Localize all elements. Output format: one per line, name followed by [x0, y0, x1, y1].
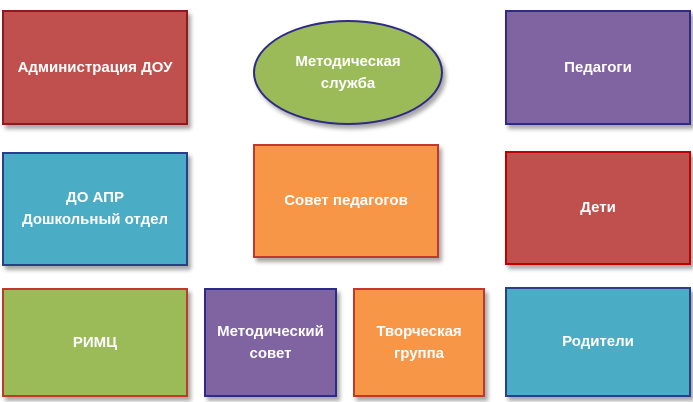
- node-methodical-council: Методический совет: [204, 288, 337, 397]
- node-creative-group: Творческая группа: [353, 288, 485, 397]
- node-label: Методическая: [295, 52, 401, 70]
- node-label: служба: [320, 74, 376, 92]
- node-rimc: РИМЦ: [2, 288, 188, 397]
- node-children: Дети: [505, 151, 691, 265]
- node-label: РИМЦ: [72, 333, 118, 351]
- node-do-apr: ДО АПР Дошкольный отдел: [2, 152, 188, 266]
- node-label: Родители: [562, 333, 634, 351]
- node-label: Творческая: [376, 322, 462, 340]
- node-label: Методический: [217, 322, 324, 340]
- node-label: Дошкольный отдел: [22, 211, 168, 228]
- node-label: ДО АПР: [66, 189, 124, 207]
- node-label: Администрация ДОУ: [17, 58, 173, 76]
- node-label: группа: [393, 344, 445, 362]
- node-teachers: Педагоги: [505, 10, 691, 125]
- node-label: Дети: [580, 199, 616, 217]
- node-label: Совет педагогов: [284, 192, 408, 210]
- node-parents: Родители: [505, 287, 691, 397]
- node-methodical-service: Методическая служба: [253, 20, 443, 125]
- node-label: Педагоги: [564, 58, 632, 76]
- node-teachers-council: Совет педагогов: [253, 144, 439, 258]
- node-administration: Администрация ДОУ: [2, 10, 188, 125]
- node-label: совет: [249, 344, 292, 362]
